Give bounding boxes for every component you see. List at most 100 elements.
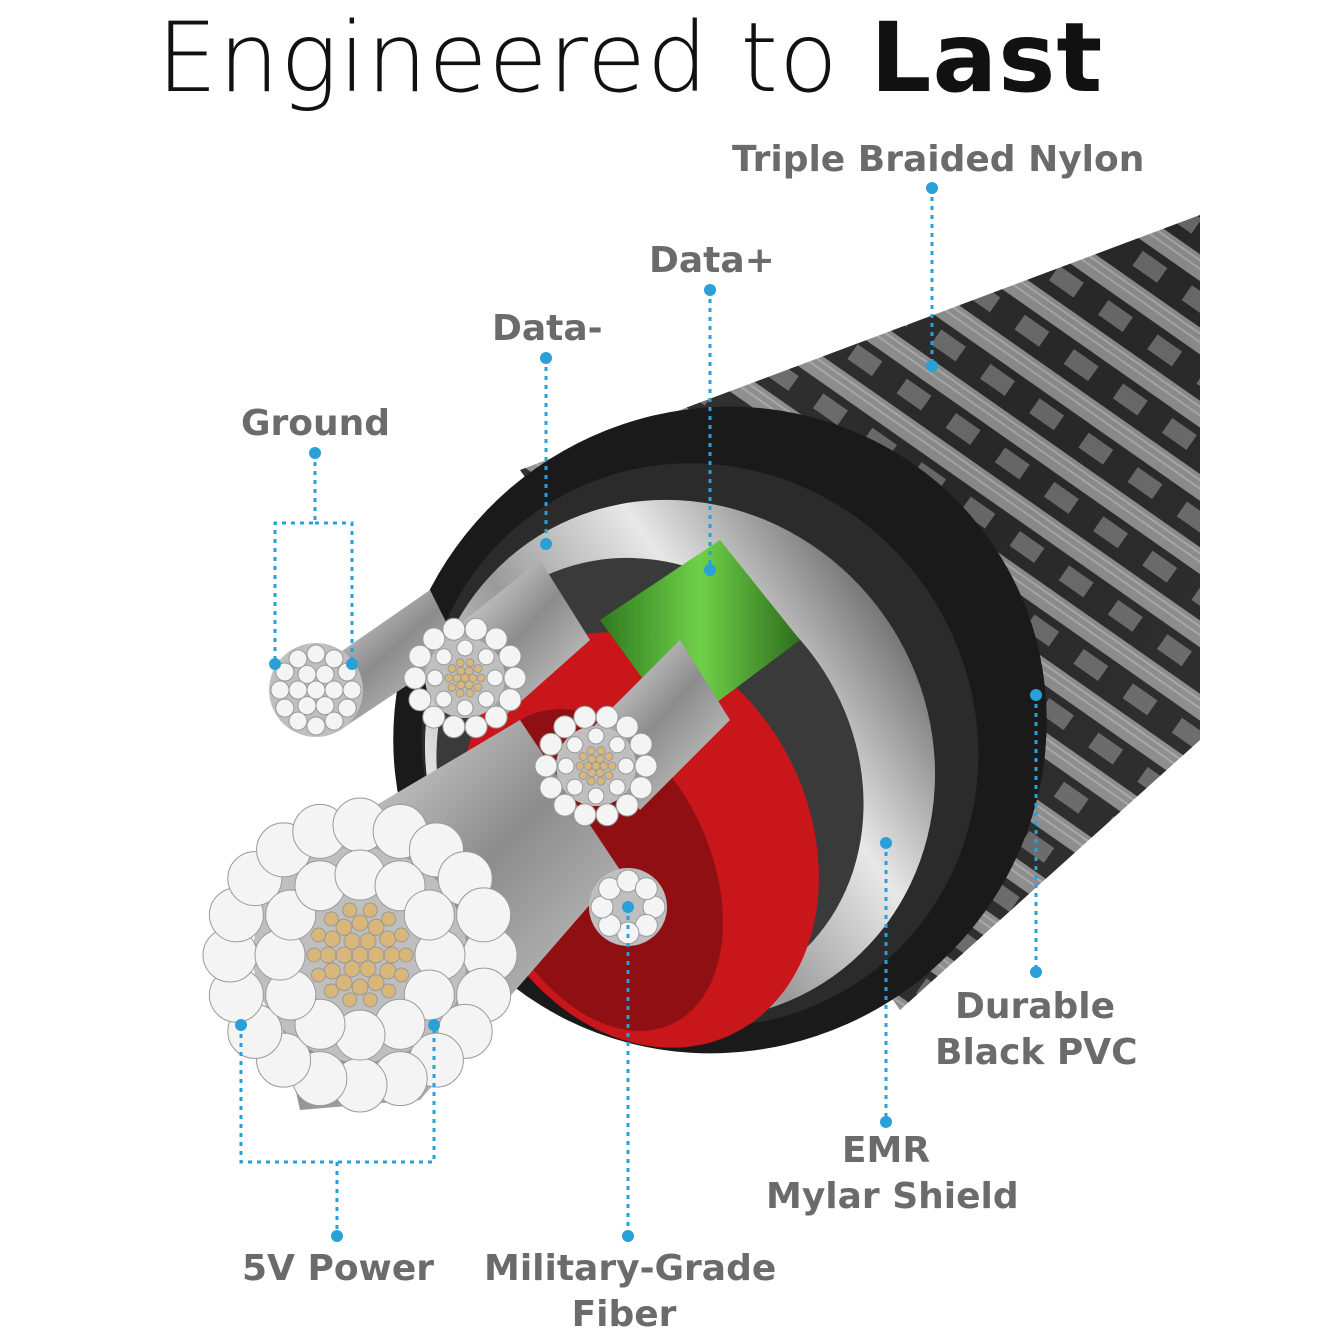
label-fiber-line1: Military-Grade [484, 1248, 777, 1289]
data-plus-conductor-core [595, 754, 605, 764]
data-minus-conductor-strand [498, 688, 522, 712]
data-plus-conductor-strand [539, 776, 563, 800]
power-conductor-core [367, 974, 385, 992]
data-minus-conductor-strand [442, 715, 466, 739]
data-plus-conductor-strand [608, 736, 626, 754]
data-plus-conductor-core [578, 752, 588, 762]
ground-conductor-strand [306, 716, 326, 736]
data-minus-conductor-strand [484, 705, 508, 729]
label-military-grade-fiber: Military-Grade Fiber [484, 1246, 777, 1338]
label-emr-line2: Mylar Shield [766, 1176, 1019, 1217]
label-durable-line1: Durable [954, 986, 1116, 1027]
ground-conductor-strand [324, 711, 344, 731]
callout-line-ground-2 [315, 521, 354, 664]
data-minus-conductor-core [464, 666, 474, 676]
label-data-minus: Data- [492, 308, 603, 349]
power-conductor-core [381, 983, 397, 999]
callout-dot [880, 1116, 892, 1128]
data-plus-conductor-strand [573, 705, 597, 729]
data-plus-conductor-core [596, 746, 606, 756]
ground-conductor-strand [315, 664, 335, 684]
label-fiber-line2: Fiber [571, 1294, 677, 1335]
ground-conductor-strand [324, 649, 344, 669]
data-minus-conductor-strand [442, 617, 466, 641]
ground-conductor-strand [275, 698, 295, 718]
power-conductor-core [343, 932, 361, 950]
callout-dot [622, 901, 634, 913]
ground-conductor-strand [324, 680, 344, 700]
power-conductor-core [323, 983, 339, 999]
data-plus-conductor-strand [617, 757, 635, 775]
page-title: Engineered to Last [156, 2, 1104, 114]
data-plus-conductor-core [586, 776, 596, 786]
data-minus-conductor-core [476, 673, 486, 683]
data-plus-conductor-core [575, 761, 585, 771]
power-conductor-core [359, 960, 377, 978]
data-plus-conductor-strand [539, 732, 563, 756]
data-minus-conductor-core [444, 673, 454, 683]
callout-dot [346, 658, 358, 670]
data-plus-conductor-core [595, 768, 605, 778]
callout-dot [704, 564, 716, 576]
callout-dot [235, 1019, 247, 1031]
callout-line-ground [273, 453, 317, 664]
data-minus-conductor-core [447, 664, 457, 674]
data-minus-conductor-core [465, 688, 475, 698]
callouts [239, 188, 1038, 1236]
data-plus-conductor-strand [595, 705, 619, 729]
ground-conductor-strand [275, 662, 295, 682]
data-plus-conductor-core [578, 770, 588, 780]
callout-dot [926, 360, 938, 372]
data-minus-conductor-strand [498, 644, 522, 668]
data-minus-conductor-strand [422, 627, 446, 651]
data-minus-conductor-strand [426, 669, 444, 687]
label-emr-line1: EMR [841, 1130, 931, 1171]
power-conductor-core [319, 946, 337, 964]
ground-conductor-strand [315, 696, 335, 716]
data-plus-conductor-strand [629, 732, 653, 756]
conductor-ends [202, 617, 667, 1113]
label-ground: Ground [241, 403, 391, 444]
data-plus-conductor-core [604, 770, 614, 780]
data-plus-conductor-strand [557, 757, 575, 775]
power-conductor-core [323, 962, 341, 980]
data-minus-conductor-strand [456, 639, 474, 657]
label-durable-black-pvc: Durable Black PVC [935, 984, 1138, 1076]
power-conductor-core [306, 947, 322, 963]
data-plus-conductor-strand [566, 736, 584, 754]
ground-conductor-strand [270, 680, 290, 700]
power-conductor-core [342, 902, 358, 918]
power-conductor-core [393, 967, 409, 983]
data-plus-conductor-strand [566, 778, 584, 796]
power-conductor-core [362, 992, 378, 1008]
ground-conductor-strand [297, 696, 317, 716]
data-minus-conductor-core [464, 680, 474, 690]
data-minus-conductor-strand [408, 688, 432, 712]
data-plus-conductor-strand [587, 787, 605, 805]
ground-conductor-strand [342, 680, 362, 700]
data-minus-conductor-strand [484, 627, 508, 651]
power-conductor-core [335, 918, 353, 936]
label-emr-mylar-shield: EMR Mylar Shield [766, 1128, 1019, 1220]
data-minus-conductor-strand [486, 669, 504, 687]
callout-line-power [239, 1025, 436, 1164]
ground-conductor-strand [337, 698, 357, 718]
power-conductor-core [323, 911, 339, 927]
data-plus-conductor-strand [534, 754, 558, 778]
callout-dot [540, 352, 552, 364]
power-conductor-core [351, 978, 369, 996]
data-plus-conductor-strand [615, 715, 639, 739]
data-plus-conductor-strand [608, 778, 626, 796]
data-minus-conductor-core [456, 666, 466, 676]
power-conductor-core [311, 967, 327, 983]
callout-dot [428, 1019, 440, 1031]
callout-dot [1030, 689, 1042, 701]
power-conductor-core [335, 946, 353, 964]
data-plus-conductor-core [604, 752, 614, 762]
power-conductor-core [323, 930, 341, 948]
power-conductor-core [379, 962, 397, 980]
callout-dot [309, 447, 321, 459]
data-minus-conductor-strand [422, 705, 446, 729]
power-conductor-core [343, 960, 361, 978]
data-plus-conductor-strand [573, 803, 597, 827]
